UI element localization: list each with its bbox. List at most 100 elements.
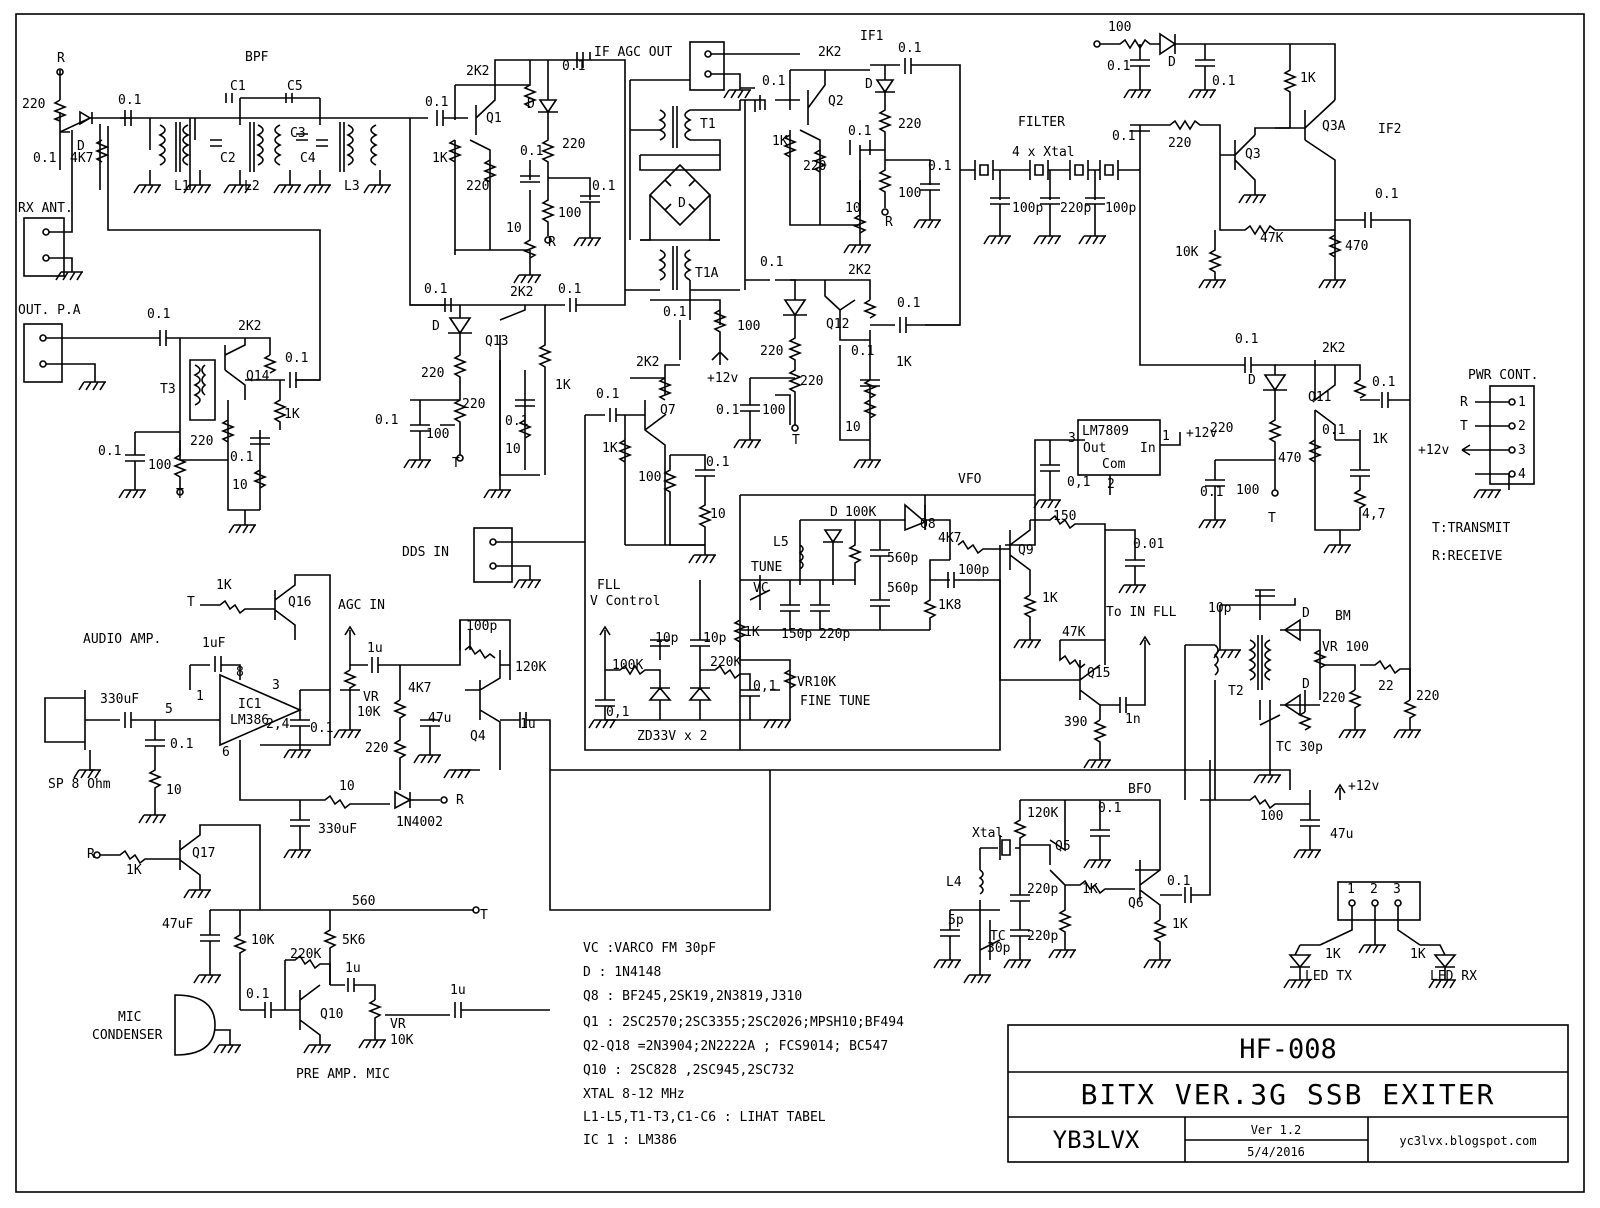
parts-note: VC :VARCO FM 30pF: [583, 941, 716, 956]
component-label: 0.1: [848, 124, 871, 139]
component-label: 1K: [602, 441, 618, 456]
component-label: 1K: [1325, 947, 1341, 962]
label-filter-sub: 4 x Xtal: [1012, 145, 1075, 160]
component-label: 1u: [367, 641, 383, 656]
component-label: 220: [462, 397, 485, 412]
component-label: 1u: [345, 961, 361, 976]
component-label: 30p: [987, 941, 1011, 956]
component-label: C2: [220, 151, 236, 166]
component-label: VR: [390, 1017, 406, 1032]
component-label: 10K: [251, 933, 275, 948]
regulator-pin1: 1: [1162, 429, 1170, 444]
component-label: 47u: [1330, 827, 1353, 842]
component-label: 0.1: [897, 296, 920, 311]
component-label: Q15: [1087, 666, 1110, 681]
component-label: D: [678, 196, 686, 211]
label-agc-in: AGC IN: [338, 598, 385, 613]
tr-legend: T:TRANSMIT R:RECEIVE: [1432, 521, 1510, 564]
ic1-part: LM386: [230, 713, 269, 728]
component-label: 0.1: [706, 455, 729, 470]
component-label: +12v: [707, 371, 738, 386]
component-label: Q4: [470, 729, 486, 744]
label-zener: ZD33V x 2: [637, 729, 707, 744]
component-label: L2: [244, 179, 260, 194]
component-label: L5: [773, 535, 789, 550]
pwr-pin-num: 4: [1518, 467, 1526, 482]
component-label: 100: [638, 470, 661, 485]
component-label: 1K: [1172, 917, 1188, 932]
component-label: 1K: [1082, 882, 1098, 897]
regulator-out: Out: [1083, 441, 1106, 456]
component-label: 1N4002: [396, 815, 443, 830]
component-label: 1n: [1125, 712, 1141, 727]
component-label: 0.1: [562, 59, 585, 74]
parts-note: Q1 : 2SC2570;2SC3355;2SC2026;MPSH10;BF49…: [583, 1015, 904, 1030]
component-label: 150p: [781, 627, 812, 642]
component-label: 1K: [1042, 591, 1058, 606]
regulator-com: Com: [1102, 457, 1126, 472]
component-label: Xtal: [972, 826, 1003, 841]
component-label: 0.1: [762, 74, 785, 89]
component-label: 0.1: [170, 737, 193, 752]
pwr-pin-num: 1: [1518, 395, 1526, 410]
label-pre-amp: PRE AMP. MIC: [296, 1067, 390, 1082]
component-label: 10: [232, 478, 248, 493]
component-label: 1K: [216, 578, 232, 593]
label-out-pa: OUT. P.A: [18, 303, 81, 318]
component-label: Q6: [1128, 896, 1144, 911]
label-to-fll: To IN FLL: [1106, 605, 1177, 620]
component-label: 4K7: [408, 681, 431, 696]
component-label: 100: [898, 186, 921, 201]
component-label: 0.1: [230, 450, 253, 465]
component-label: 100: [426, 427, 449, 442]
component-label: 470: [1345, 239, 1368, 254]
component-label: TC: [990, 929, 1006, 944]
component-label: D: [865, 77, 873, 92]
component-label: D: [1302, 677, 1310, 692]
component-label: VR10K: [797, 675, 836, 690]
ic1-pin: 1: [196, 689, 204, 704]
component-label: D: [1168, 55, 1176, 70]
component-label: 100p: [1012, 201, 1043, 216]
component-label: R: [87, 847, 95, 862]
label-speaker: SP 8 Ohm: [48, 777, 111, 792]
parts-note: XTAL 8-12 MHz: [583, 1087, 685, 1102]
regulator-in: In: [1140, 441, 1156, 456]
component-label: 10: [506, 221, 522, 236]
component-label: 1K: [1410, 947, 1426, 962]
component-label: T1: [700, 117, 716, 132]
component-label: 220p: [1027, 929, 1058, 944]
led-rx-label: LED RX: [1430, 969, 1477, 984]
component-label: 220: [803, 159, 826, 174]
component-label: Q14: [246, 369, 270, 384]
component-label: 0.1: [424, 282, 447, 297]
component-label: R: [456, 793, 464, 808]
component-label: 2K2: [848, 263, 871, 278]
component-label: 0.1: [1200, 485, 1223, 500]
component-label: 1u: [450, 983, 466, 998]
component-label: 0,1: [753, 679, 776, 694]
parts-note: Q8 : BF245,2SK19,2N3819,J310: [583, 989, 802, 1004]
ic1-pin: 6: [222, 745, 230, 760]
component-label: 0.1: [558, 282, 581, 297]
component-label: 2K2: [818, 45, 841, 60]
component-label: VR: [363, 690, 379, 705]
section-labels: BPF IF1 IF2 FILTER 4 x Xtal VFO BFO BM T…: [18, 29, 1538, 1082]
component-label: 220: [1416, 689, 1439, 704]
label-mic-condenser: CONDENSER: [92, 1028, 163, 1043]
title-text: BITX VER.3G SSB EXITER: [1081, 1078, 1496, 1111]
component-label: 1K: [126, 863, 142, 878]
component-label: L1: [174, 179, 190, 194]
component-label: Q3A: [1322, 119, 1346, 134]
component-label: C1: [230, 79, 246, 94]
component-label: Q3: [1245, 147, 1261, 162]
component-label: +12v: [1348, 779, 1379, 794]
component-label: 220: [1322, 691, 1345, 706]
component-label: 47K: [1260, 231, 1284, 246]
component-label: 0.1: [928, 159, 951, 174]
component-label: 150: [1053, 509, 1076, 524]
label-bpf: BPF: [245, 50, 269, 65]
component-label: TC 30p: [1276, 740, 1323, 755]
